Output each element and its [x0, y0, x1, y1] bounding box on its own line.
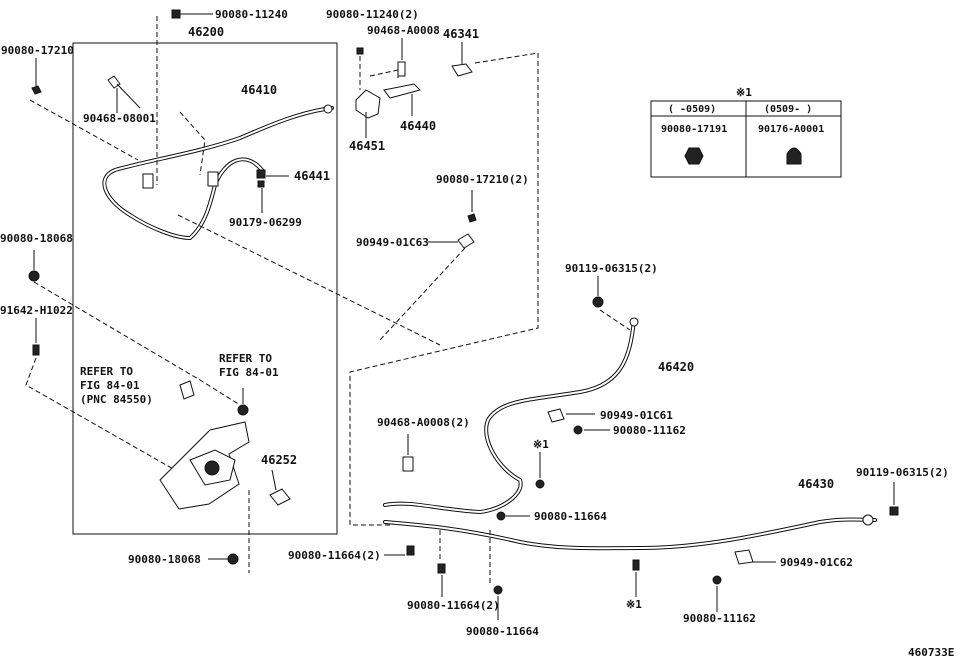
bolt-90080-11664 [496, 511, 506, 521]
label-90080-11664-b: 90080-11664 [466, 625, 539, 638]
refer-note-2-line2: FIG 84-01 [219, 366, 279, 379]
cable-group-dashed-outline [349, 53, 539, 526]
cable-46430 [383, 517, 877, 551]
label-90949-01c61: 90949-01C61 [600, 409, 673, 422]
label-90179-06299: 90179-06299 [229, 216, 302, 229]
label-46430: 46430 [798, 477, 834, 491]
refer-fig-84-01-bracket [179, 380, 195, 400]
label-90080-18068: 90080-18068 [0, 232, 73, 245]
label-46410: 46410 [241, 83, 277, 97]
label-90080-11162: 90080-11162 [613, 424, 686, 437]
bracket-46341 [451, 63, 473, 77]
label-90949-01c62: 90949-01C62 [780, 556, 853, 569]
label-91642-h1022: 91642-H1022 [0, 304, 73, 317]
clip-46441 [256, 169, 266, 179]
refer-note-1-line3: (PNC 84550) [80, 393, 153, 406]
bolt-90119-06315-b [889, 506, 899, 516]
label-46200: 46200 [188, 25, 224, 39]
clip-90468-a0008-2 [402, 456, 414, 472]
clamp-90949-01c63 [457, 233, 475, 249]
bolt-90080-17210 [31, 85, 42, 95]
bolt-90080-11162-b [712, 575, 722, 585]
label-90468-08001: 90468-08001 [83, 112, 156, 125]
table-header-col1: ( -0509) [668, 104, 716, 115]
label-90080-17210-2: 90080-17210(2) [436, 173, 529, 186]
label-46420: 46420 [658, 360, 694, 374]
label-46440: 46440 [400, 119, 436, 133]
label-90080-11240: 90080-11240 [215, 8, 288, 21]
nut-90080-17191-icon [684, 147, 704, 165]
bolt-90080-17210-2 [467, 213, 477, 223]
clamp-46252 [269, 488, 291, 506]
label-90080-11664: 90080-11664 [534, 510, 607, 523]
label-90080-11664-2-b: 90080-11664(2) [407, 599, 500, 612]
bolt-90080-11162 [573, 425, 583, 435]
label-90119-06315-2-b: 90119-06315(2) [856, 466, 949, 479]
table-part-col1: 90080-17191 [661, 124, 727, 135]
label-46252: 46252 [261, 453, 297, 467]
bolt-90080-11664-2 [406, 545, 415, 556]
label-90949-01c63: 90949-01C63 [356, 236, 429, 249]
bolt-90080-11240 [171, 9, 181, 19]
refer-note-1-line1: REFER TO [80, 365, 133, 378]
refer-note-2-line1: REFER TO [219, 352, 272, 365]
label-46441: 46441 [294, 169, 330, 183]
label-90080-11162-b: 90080-11162 [683, 612, 756, 625]
refer-note-1-line2: FIG 84-01 [80, 379, 140, 392]
table-title: ※1 [736, 86, 752, 99]
table-part-col2: 90176-A0001 [758, 124, 824, 135]
bolt-90119-06315 [592, 296, 604, 308]
cable-46410-end [323, 104, 333, 114]
clamp-90949-01c61 [547, 408, 565, 423]
nut-90080-18068-b [227, 553, 239, 565]
label-90468-a0008: 90468-A0008 [367, 24, 440, 37]
label-90080-11664-2: 90080-11664(2) [288, 549, 381, 562]
label-46341: 46341 [443, 27, 479, 41]
label-note-1-b: ※1 [626, 598, 642, 611]
label-90119-06315-2: 90119-06315(2) [565, 262, 658, 275]
nut-90080-18068 [28, 270, 40, 282]
figure-code: 460733E [908, 646, 954, 659]
clip-90468-a0008 [397, 61, 406, 77]
grommet-46440 [383, 83, 421, 99]
assembly-46200-box [72, 42, 338, 535]
label-90080-11240-2: 90080-11240(2) [326, 8, 419, 21]
label-90080-18068-b: 90080-18068 [128, 553, 201, 566]
bolt-91642-h1022 [32, 344, 40, 356]
bracket-46451 [355, 89, 381, 119]
label-90468-a0008-2: 90468-A0008(2) [377, 416, 470, 429]
label-note-1-a: ※1 [533, 438, 549, 451]
label-46451: 46451 [349, 139, 385, 153]
clamp-90949-01c62 [734, 549, 754, 565]
cap-nut-90176-a0001-icon [786, 147, 802, 165]
label-90080-17210: 90080-17210 [1, 44, 74, 57]
table-header-col2: (0509- ) [764, 104, 812, 115]
